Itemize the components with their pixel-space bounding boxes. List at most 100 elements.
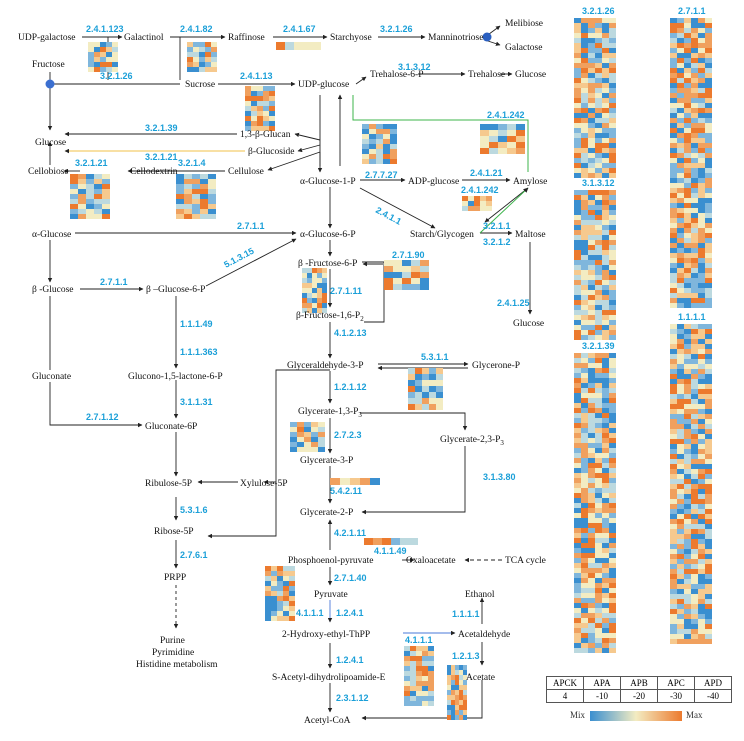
heatmap-cell (698, 173, 705, 178)
heatmap-cell (429, 374, 436, 380)
heatmap-cell (176, 189, 184, 194)
heatmap-cell (588, 643, 595, 648)
heatmap-cell (684, 263, 691, 268)
enzyme-1-2-1-12: 1.2.1.12 (334, 382, 367, 392)
heatmap-cell (581, 383, 588, 388)
heatmap-cell (691, 484, 698, 489)
heatmap-cell (289, 601, 295, 606)
heatmap-cell (677, 168, 684, 173)
heatmap-cell (588, 73, 595, 78)
heatmap-cell (705, 609, 712, 614)
heatmap-cell (670, 278, 677, 283)
heatmap-cell (684, 579, 691, 584)
heatmap-cell (602, 300, 609, 305)
starch-label: Starch/Glycogen (410, 230, 474, 240)
heatmap-cell (684, 384, 691, 389)
heatmap-cell (312, 288, 317, 293)
heatmap-cell (415, 398, 422, 404)
heatmap-cell (684, 584, 691, 589)
heatmap-cell (422, 681, 428, 686)
heatmap-cell (677, 354, 684, 359)
heatmap-cell (705, 153, 712, 158)
heatmap-3-2-1-4 (176, 174, 216, 219)
heatmap-cell (609, 83, 616, 88)
heatmap-cell (588, 88, 595, 93)
heatmap-cell (609, 128, 616, 133)
heatmap-cell (581, 18, 588, 23)
heatmap-cell (609, 18, 616, 23)
heatmap-cell (251, 91, 257, 96)
heatmap-cell (602, 48, 609, 53)
heatmap-cell (602, 508, 609, 513)
heatmap-cell (684, 379, 691, 384)
heatmap-cell (595, 285, 602, 290)
heatmap-cell (410, 701, 416, 706)
heatmap-cell (595, 73, 602, 78)
heatmap-cell (410, 671, 416, 676)
heatmap-cell (705, 484, 712, 489)
heatmap-cell (705, 218, 712, 223)
heatmap-cell (698, 539, 705, 544)
heatmap-cell (312, 303, 317, 308)
heatmap-cell (595, 260, 602, 265)
heatmap-cell (602, 443, 609, 448)
heatmap-cell (322, 308, 327, 313)
heatmap-cell (595, 558, 602, 563)
heatmap-cell (393, 284, 402, 290)
heatmap-cell (422, 691, 428, 696)
heatmap-cell (588, 563, 595, 568)
heatmap-cell (574, 113, 581, 118)
heatmap-cell (602, 200, 609, 205)
heatmap-cell (609, 43, 616, 48)
heatmap-cell (698, 594, 705, 599)
heatmap-cell (698, 53, 705, 58)
beta-fructose-16p-label: β-Fructose-1,6-P2 (296, 311, 364, 323)
enzyme-5-4-2-11: 5.4.2.11 (330, 486, 362, 496)
heatmap-cell (304, 432, 311, 437)
heatmap-cell (88, 62, 94, 67)
heatmap-cell (100, 52, 106, 57)
heatmap-cell (670, 108, 677, 113)
heatmap-cell (436, 398, 443, 404)
heatmap-cell (684, 233, 691, 238)
heatmap-cell (463, 685, 467, 690)
heatmap-cell (609, 123, 616, 128)
heatmap-cell (304, 447, 311, 452)
heatmap-cell (410, 651, 416, 656)
heatmap-cell (705, 614, 712, 619)
heatmap-cell (684, 33, 691, 38)
heatmap-cell (677, 429, 684, 434)
heatmap-cell (447, 715, 451, 720)
heatmap-cell (698, 303, 705, 308)
heatmap-cell (705, 539, 712, 544)
heatmap-cell (705, 203, 712, 208)
heatmap-cell (574, 603, 581, 608)
enzyme-2-7-1-40: 2.7.1.40 (334, 573, 367, 583)
heatmap-cell (691, 414, 698, 419)
heatmap-cell (312, 283, 317, 288)
heatmap-cell (684, 639, 691, 644)
heatmap-cell (317, 303, 322, 308)
heatmap-cell (588, 255, 595, 260)
heatmap-cell (581, 58, 588, 63)
heatmap-cell (691, 354, 698, 359)
enzyme-4-1-2-13: 4.1.2.13 (334, 328, 367, 338)
heatmap-cell (307, 283, 312, 288)
heatmap-cell (581, 503, 588, 508)
heatmap-cell (447, 695, 451, 700)
heatmap-cell (574, 240, 581, 245)
heatmap-cell (516, 124, 525, 130)
heatmap-cell (691, 168, 698, 173)
heatmap-cell (684, 624, 691, 629)
heatmap-cell (451, 685, 455, 690)
heatmap-cell (698, 559, 705, 564)
heatmap-cell (263, 96, 269, 101)
heatmap-cell (609, 418, 616, 423)
heatmap-cell (271, 601, 277, 606)
heatmap-cell (588, 43, 595, 48)
heatmap-cell (595, 608, 602, 613)
heatmap-cell (70, 184, 78, 189)
heatmap-cell (574, 103, 581, 108)
heatmap-cell (208, 199, 216, 204)
heatmap-cell (684, 243, 691, 248)
